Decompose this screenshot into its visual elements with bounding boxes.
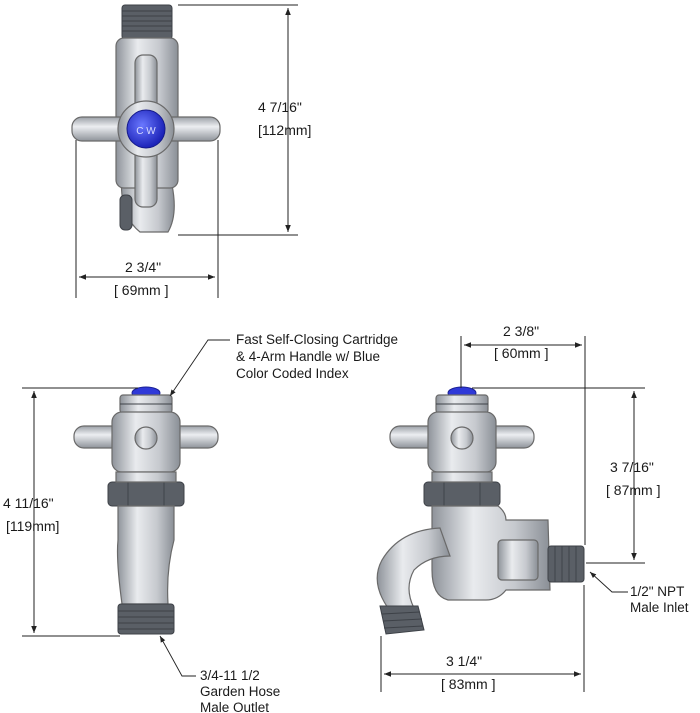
side-depth-metric: [ 60mm ] xyxy=(494,345,548,361)
top-width-imperial: 2 3/4" xyxy=(125,259,161,275)
side-length-imperial: 3 1/4" xyxy=(446,653,482,669)
inlet-note-line1: 1/2" NPT xyxy=(630,584,684,599)
front-height-imperial: 4 11/16" xyxy=(3,495,54,511)
outlet-note-line2: Garden Hose xyxy=(200,684,280,699)
outlet-note-line3: Male Outlet xyxy=(200,700,269,713)
cartridge-note-line1: Fast Self-Closing Cartridge xyxy=(236,332,398,347)
side-view-faucet xyxy=(376,386,585,635)
side-height-metric: [ 87mm ] xyxy=(606,482,660,498)
side-view-dimensions: 2 3/8" [ 60mm ] 3 7/16" [ 87mm ] 3 1/4" … xyxy=(380,323,689,692)
svg-text:C W: C W xyxy=(136,126,156,137)
cartridge-note-line2: & 4-Arm Handle w/ Blue xyxy=(236,349,380,364)
side-length-metric: [ 83mm ] xyxy=(441,676,495,692)
top-view-dimensions: 4 7/16" [112mm] 2 3/4" [ 69mm ] xyxy=(75,4,311,298)
outlet-note-line1: 3/4-11 1/2 xyxy=(200,668,260,683)
cartridge-note-line3: Color Coded Index xyxy=(236,366,349,381)
side-depth-imperial: 2 3/8" xyxy=(503,323,539,339)
front-view-dimensions: 4 11/16" [119mm] Fast Self-Closing Cartr… xyxy=(3,332,398,713)
side-height-imperial: 3 7/16" xyxy=(610,459,654,475)
front-view-faucet xyxy=(73,386,219,635)
top-height-metric: [112mm] xyxy=(258,122,311,138)
top-view-faucet: C W xyxy=(71,4,221,233)
inlet-note-line2: Male Inlet xyxy=(630,600,689,615)
top-width-metric: [ 69mm ] xyxy=(114,282,168,298)
front-height-metric: [119mm] xyxy=(6,518,59,534)
top-height-imperial: 4 7/16" xyxy=(258,99,302,115)
